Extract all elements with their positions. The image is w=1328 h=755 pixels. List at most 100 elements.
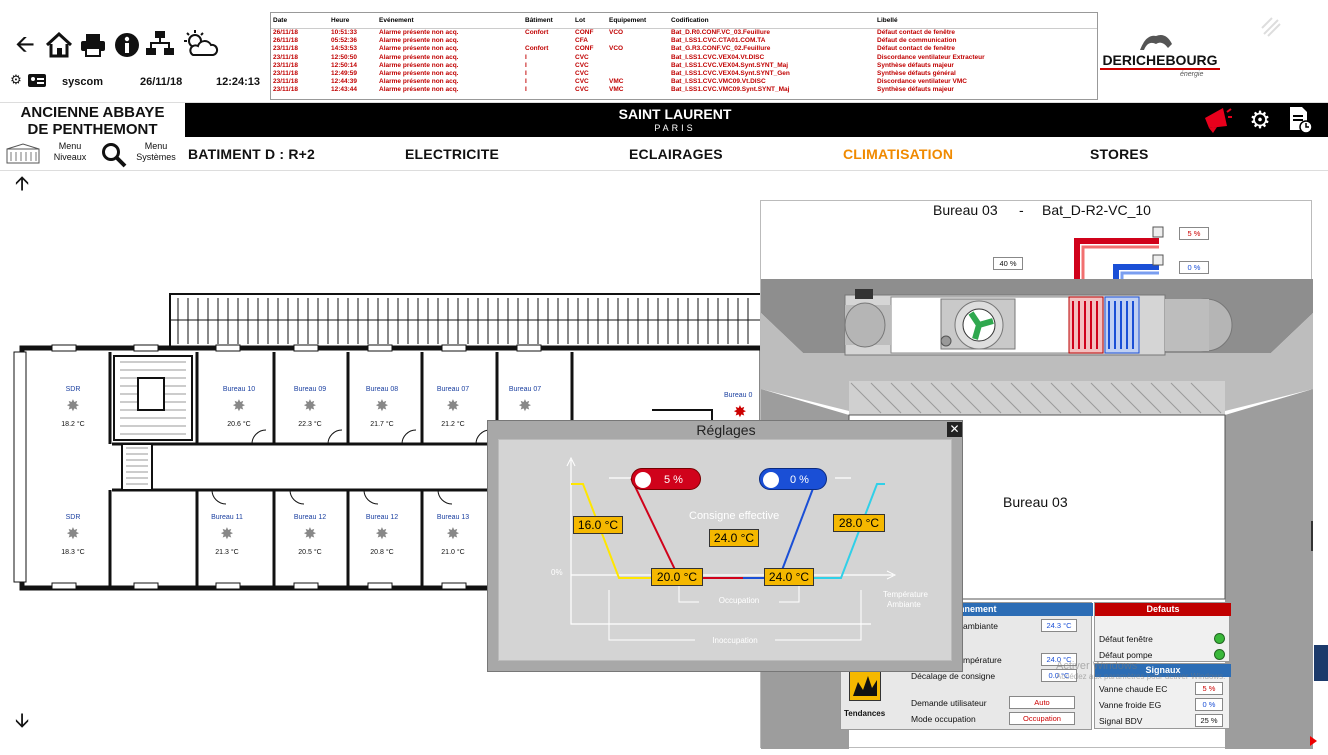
network-icon[interactable]: [144, 28, 176, 60]
play-marker-icon[interactable]: [1310, 736, 1317, 746]
alarm-cell: Synthèse défauts majeur: [877, 86, 954, 94]
alarm-horn-icon[interactable]: [1200, 105, 1234, 135]
alarm-cell: CVC: [575, 53, 589, 61]
alarm-cell: CVC: [575, 86, 589, 94]
user-name: syscom: [62, 76, 103, 88]
tab-electricite[interactable]: ELECTRICITE: [405, 146, 499, 162]
alarm-column-header[interactable]: Libellé: [877, 17, 898, 24]
occupation-label: Occupation: [699, 596, 779, 605]
alarm-cell: [609, 54, 671, 62]
alarm-column-header[interactable]: Codification: [671, 17, 709, 24]
occupied-high-setpoint[interactable]: 24.0 °C: [764, 568, 814, 586]
fan-icon[interactable]: ✸: [303, 526, 317, 543]
alarm-cell: Alarme présente non acq.: [379, 37, 459, 45]
menu-niveaux-icon[interactable]: [6, 143, 40, 165]
zero-label: 0%: [551, 568, 563, 577]
alarm-cell: CVC: [575, 78, 589, 86]
fan-icon[interactable]: ✸: [220, 526, 234, 543]
alarm-cell: Alarme présente non acq.: [379, 69, 459, 77]
env-row-value[interactable]: Occupation: [1009, 712, 1075, 725]
alarm-cell: Discordance ventilateur Extracteur: [877, 53, 985, 61]
report-clock-icon[interactable]: [1285, 105, 1315, 135]
info-icon[interactable]: [112, 30, 142, 60]
print-icon[interactable]: [78, 30, 108, 60]
back-arrow-icon[interactable]: 🡨: [15, 30, 35, 58]
search-systems-icon[interactable]: [100, 141, 128, 169]
cold-valve-pill[interactable]: 0 %: [759, 468, 827, 490]
fan-icon[interactable]: ✸: [66, 398, 80, 415]
alarm-cell: Alarme présente non acq.: [379, 61, 459, 69]
alarm-column-header[interactable]: Bâtiment: [525, 17, 553, 24]
defaut-label: Défaut fenêtre: [1099, 634, 1153, 644]
alarm-cell: VCO: [609, 45, 624, 53]
tab-stores[interactable]: STORES: [1090, 146, 1149, 162]
occupied-low-setpoint[interactable]: 20.0 °C: [651, 568, 703, 586]
fan-icon[interactable]: ✸: [375, 398, 389, 415]
tab-climatisation[interactable]: CLIMATISATION: [843, 146, 954, 162]
user-card-icon[interactable]: [27, 72, 47, 88]
fan-icon[interactable]: ✸: [375, 526, 389, 543]
room-label-bureau-12b: Bureau 12: [365, 514, 399, 521]
arrow-down-icon[interactable]: 🡫: [14, 710, 30, 732]
alarm-cell: 23/11/18: [273, 45, 298, 53]
alarm-column-header[interactable]: Equipement: [609, 17, 647, 24]
tendances-label[interactable]: Tendances: [844, 709, 886, 718]
trend-chart-icon[interactable]: [849, 669, 881, 701]
alarm-column-header[interactable]: Heure: [331, 17, 350, 24]
alarm-cell: CVC: [575, 61, 589, 69]
signal-label: Vanne chaude EC: [1099, 684, 1168, 694]
menu-niveaux-label[interactable]: Menu Niveaux: [53, 141, 87, 162]
axis-label-line1: Température: [883, 590, 928, 599]
settings-gears-icon[interactable]: ⚙: [1249, 106, 1271, 134]
alarm-table-header: Date Heure Evénement Bâtiment Lot Equipement C…: [271, 13, 1097, 29]
inoccupied-high-setpoint[interactable]: 28.0 °C: [833, 514, 885, 532]
alarm-cell: 23/11/18: [273, 53, 298, 61]
side-tab[interactable]: [1314, 645, 1328, 681]
alarm-cell: Alarme présente non acq.: [379, 86, 459, 94]
menu-systemes-label[interactable]: Menu Systèmes: [136, 141, 176, 162]
fan-icon[interactable]: ✸: [66, 526, 80, 543]
alarm-column-header[interactable]: Lot: [575, 17, 586, 24]
alarm-column-header[interactable]: Date: [273, 17, 288, 24]
alarm-cell: Bat_I.SS1.CVC.VEX04.Synt.SYNT_Maj: [671, 61, 789, 69]
thermometer-icon: [635, 472, 651, 488]
tab-eclairages[interactable]: ECLAIRAGES: [629, 146, 723, 162]
env-row-label: Mode occupation: [911, 714, 976, 724]
weather-icon[interactable]: [180, 28, 220, 60]
env-row-value[interactable]: Auto: [1009, 696, 1075, 709]
home-icon[interactable]: [44, 30, 74, 60]
close-button[interactable]: ✕: [947, 422, 962, 437]
inoccupied-low-setpoint[interactable]: 16.0 °C: [573, 516, 623, 534]
alarm-column-header[interactable]: Evénement: [379, 17, 414, 24]
fan-icon[interactable]: ✸: [446, 526, 460, 543]
axis-label-line2: Ambiante: [887, 600, 921, 609]
fan-icon-active[interactable]: ✸: [733, 404, 747, 421]
settings-small-icon[interactable]: ⚙: [10, 72, 22, 87]
defauts-panel: Defauts Défaut fenêtre Défaut pompe: [1094, 602, 1231, 662]
alarm-cell: Bat_D.R0.CONF.VC_03.Feuillure: [671, 29, 770, 36]
settings-dialog: Réglages ✕ 5 %: [487, 420, 963, 672]
alarm-cell: I: [525, 69, 527, 77]
alarm-cell: CFA: [575, 37, 588, 45]
arrow-up-icon[interactable]: 🡩: [14, 173, 30, 195]
alarm-cell: Synthèse défauts général: [877, 69, 956, 77]
alarm-cell: Bat_I.SS1.CVC.VMC09.Vt.DISC: [671, 78, 766, 86]
hot-valve-pill[interactable]: 5 %: [631, 468, 701, 490]
fan-icon[interactable]: ✸: [303, 398, 317, 415]
header-time: 12:24:13: [216, 76, 261, 88]
alarm-cell: Confort: [525, 29, 549, 36]
room-temp: 21.7 °C: [370, 421, 394, 428]
unit-title-sep: -: [1019, 202, 1024, 218]
fan-icon[interactable]: ✸: [518, 398, 532, 415]
fan-icon[interactable]: ✸: [232, 398, 246, 415]
fan-icon[interactable]: ✸: [446, 398, 460, 415]
